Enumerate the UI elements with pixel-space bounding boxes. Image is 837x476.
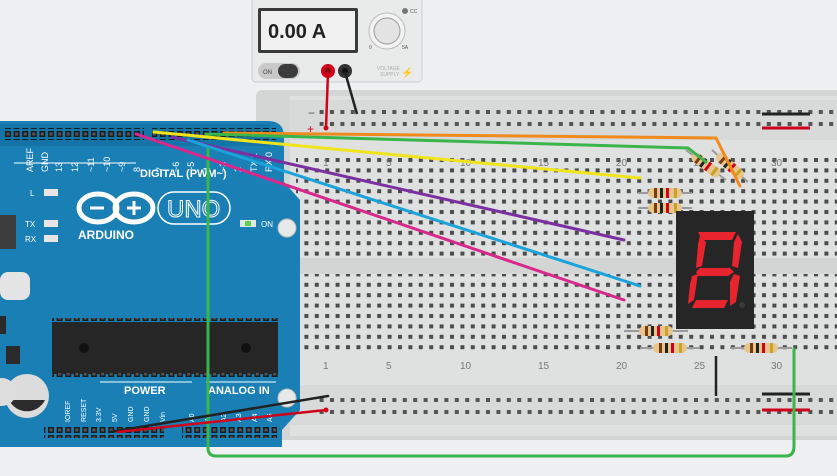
analog-label: ANALOG IN — [208, 385, 270, 397]
segment-g — [696, 268, 734, 276]
power-pin-label: IOREF — [65, 401, 72, 422]
digital-label: DIGITAL (PWM~) — [140, 168, 227, 180]
atmega-chip — [52, 322, 278, 374]
pin-label: 8 — [132, 167, 142, 172]
column-number: 30 — [771, 361, 783, 372]
column-number: 15 — [538, 158, 550, 169]
segment-e — [688, 274, 698, 304]
power-pin-label: RESET — [81, 398, 88, 422]
led-label-tx: TX — [25, 220, 36, 229]
wire-end — [323, 407, 329, 413]
uno-badge — [157, 191, 231, 225]
terminal-holes — [296, 158, 837, 350]
resistor[interactable] — [685, 149, 727, 181]
wire-purple[interactable] — [170, 135, 626, 242]
pin-label: ~6 — [171, 162, 181, 172]
voltage-supply-label: SUPPLY — [380, 72, 400, 78]
wire-blue[interactable] — [186, 138, 642, 288]
lightning-icon: ⚡ — [401, 66, 413, 79]
pin-label: GND — [40, 152, 50, 173]
voltage-supply-label: VOLTAGE — [377, 66, 401, 72]
crystal — [0, 272, 30, 300]
regulator — [6, 346, 20, 364]
on-label: ON — [263, 70, 272, 76]
segment-b — [732, 234, 742, 268]
supply-positive-lead[interactable] — [324, 71, 330, 129]
knob-max-label: 5A — [402, 45, 409, 51]
resistor[interactable] — [638, 203, 692, 213]
rail-minus-label: − — [308, 106, 315, 120]
pin-label: ~9 — [117, 162, 127, 172]
power-pin-label: GND — [144, 406, 151, 422]
wire-orange[interactable] — [222, 131, 742, 188]
power-pin-label: 3.3V — [96, 407, 103, 422]
column-number: 5 — [386, 158, 392, 169]
model-label: UNO — [167, 196, 220, 223]
knob-min-label: 0 — [369, 45, 372, 51]
wire-magenta[interactable] — [134, 132, 626, 302]
knob-cc-label: CC — [410, 9, 418, 15]
resistor[interactable] — [640, 343, 700, 353]
resistor[interactable] — [624, 326, 688, 336]
analog-pin-label: A5 — [267, 413, 274, 422]
rail-plus-label: + — [307, 122, 314, 136]
column-number: 1 — [323, 158, 329, 169]
column-number: 25 — [694, 361, 706, 372]
wire-green-loop[interactable] — [206, 143, 796, 458]
arduino-infinity-logo — [76, 191, 156, 225]
segment-c — [730, 274, 740, 306]
brand-label: ARDUINO — [78, 228, 134, 242]
supply-negative-lead[interactable] — [343, 71, 359, 115]
wire-black-ground[interactable] — [108, 394, 330, 434]
column-number: 20 — [616, 158, 628, 169]
analog-header[interactable] — [182, 426, 277, 438]
analog-pin-label: A3 — [236, 413, 243, 422]
power-label: POWER — [124, 385, 166, 397]
decimal-point — [739, 302, 745, 308]
pin-label: ~10 — [102, 157, 112, 172]
column-number: 10 — [460, 361, 472, 372]
analog-pin-label: A2 — [221, 413, 228, 422]
segment-d — [692, 300, 728, 308]
power-supply[interactable]: 0.00 A CC 0 5A ON VOLTAGE SUPPLY ⚡ — [251, 0, 423, 83]
pin-label: 13 — [54, 162, 64, 172]
status-leds: L TX RX — [25, 189, 58, 244]
wire-red-5v[interactable] — [116, 408, 328, 434]
usb-connector — [0, 215, 16, 249]
column-number: 15 — [538, 361, 550, 372]
power-pin-label: Vin — [160, 412, 167, 422]
segment-f — [696, 236, 706, 268]
pin-label: ~3 — [218, 162, 228, 172]
column-number: 20 — [616, 361, 628, 372]
power-pin-label: 5V — [112, 413, 119, 422]
led-label-rx: RX — [25, 235, 37, 244]
wire-end — [323, 125, 329, 131]
segment-a — [698, 232, 736, 240]
current-readout: 0.00 A — [268, 21, 326, 43]
column-number: 5 — [386, 361, 392, 372]
column-number: 1 — [323, 361, 329, 372]
resistor[interactable] — [730, 343, 792, 353]
power-pin-label: GND — [128, 406, 135, 422]
digital-header-left[interactable] — [4, 128, 144, 140]
pin-label: ~5 — [186, 162, 196, 172]
pin-label: ~11 — [86, 157, 96, 172]
wire-yellow[interactable] — [152, 130, 642, 180]
resistor[interactable] — [638, 188, 692, 198]
cc-indicator — [402, 8, 408, 14]
column-number: 10 — [460, 158, 472, 169]
seven-segment-display[interactable] — [676, 211, 754, 329]
on-led-label: ON — [261, 220, 273, 229]
led-label-l: L — [30, 189, 35, 198]
current-display — [261, 11, 355, 50]
pin-label: 7 — [155, 167, 165, 172]
column-number: 30 — [771, 158, 783, 169]
pin-label: AREF — [25, 147, 35, 172]
pin-label: 12 — [70, 162, 80, 172]
pin-label: RX 0 — [264, 152, 274, 172]
wire-green[interactable] — [204, 132, 708, 164]
mounting-hole — [277, 218, 297, 238]
